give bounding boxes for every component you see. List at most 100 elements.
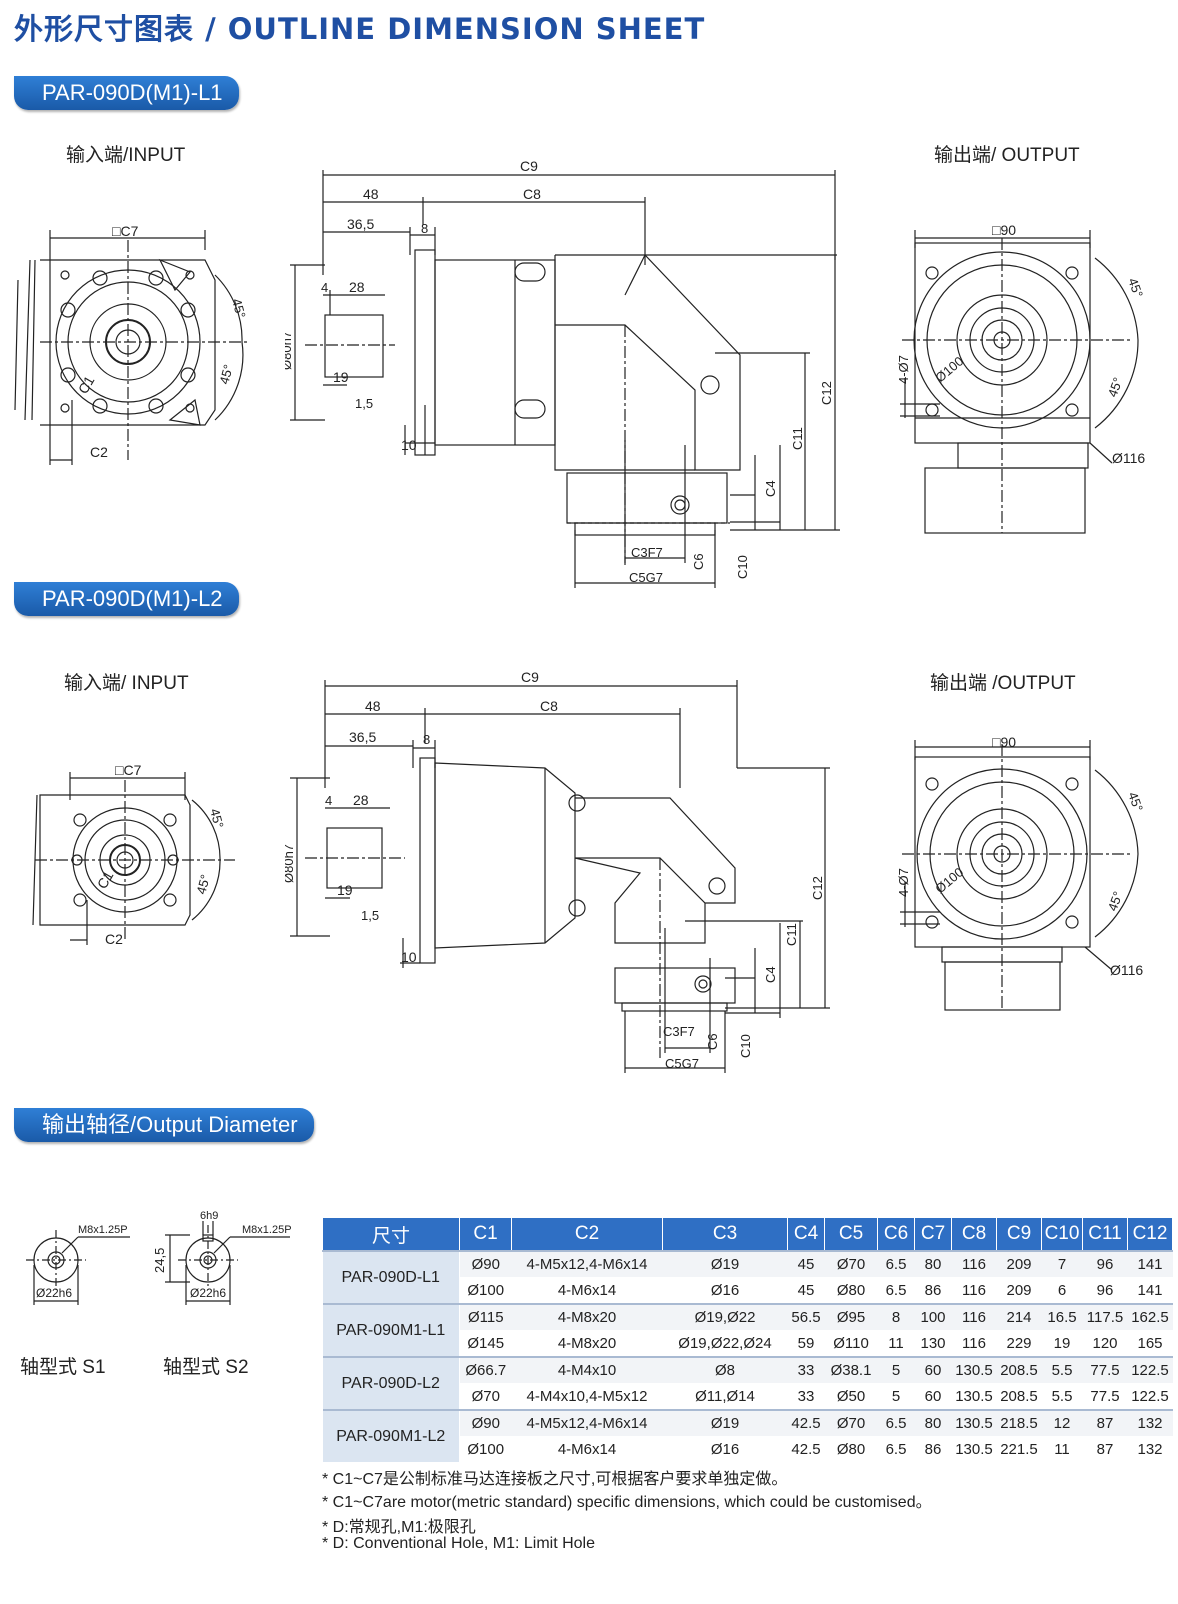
table-cell: Ø70 [459,1383,512,1411]
table-header-cell: C8 [951,1217,997,1252]
dim-c7-l2: □C7 [115,762,142,778]
dim-d116-l1: Ø116 [1112,450,1145,466]
table-cell: Ø95 [824,1303,878,1331]
dim-8-l2: 8 [423,732,430,747]
table-cell: 120 [1082,1330,1128,1358]
table-header-cell: C2 [511,1217,663,1252]
table-header-cell: C5 [824,1217,878,1252]
table-header-cell: C6 [877,1217,915,1252]
dim-15-l2: 1,5 [361,908,379,923]
table-cell: Ø8 [662,1356,788,1384]
table-header-cell: C10 [1041,1217,1083,1252]
dim-c1-l1: C1 [75,373,98,397]
note-1: * C1~C7是公制标准马达连接板之尺寸,可根据客户要求单独定做。 [322,1471,788,1488]
table-cell: Ø100 [459,1277,512,1305]
table-cell: 8 [877,1303,915,1331]
shaft-s1-label: 轴型式 S1 [20,1357,106,1378]
dim-c6-l1: C6 [691,553,706,570]
table-cell: Ø80 [824,1436,878,1463]
dim-19-l2: 19 [337,882,353,898]
table-cell: 141 [1127,1250,1173,1278]
dim-c7-l1: □C7 [112,223,139,239]
table-model-cell: PAR-090M1-L1 [322,1303,460,1358]
table-header-cell: C12 [1127,1217,1173,1252]
dim-365-l2: 36,5 [349,729,376,745]
dim-48-l2: 48 [365,698,381,714]
page-title: 外形尺寸图表 / OUTLINE DIMENSION SHEET [14,12,706,46]
dim-c8-l2: C8 [540,698,558,714]
table-cell: 96 [1082,1277,1128,1305]
dim-4-l2: 4 [325,793,332,808]
output-label-l2: 输出端 /OUTPUT [930,673,1076,694]
table-cell: 214 [996,1303,1042,1331]
table-cell: 5 [877,1383,915,1411]
table-cell: Ø16 [662,1436,788,1463]
table-cell: 19 [1041,1330,1083,1358]
dim-sq90-l2: □90 [992,734,1016,750]
table-cell: 132 [1127,1409,1173,1437]
table-cell: 77.5 [1082,1356,1128,1384]
dim-c2-l1: C2 [90,444,108,460]
table-cell: 162.5 [1127,1303,1173,1331]
note-3: * D:常规孔,M1:极限孔 [322,1519,476,1536]
l1-output-flange-drawing: □90 4-Ø7 Ø100 Ø116 45° 45° [896,222,1146,534]
table-cell: 42.5 [787,1409,825,1437]
table-cell: 59 [787,1330,825,1358]
dim-c11-l2: C11 [784,923,799,946]
table-cell: 221.5 [996,1436,1042,1463]
table-cell: 4-M5x12,4-M6x14 [511,1409,663,1437]
dim-d22-s2: Ø22h6 [190,1286,226,1300]
table-cell: 4-M6x14 [511,1277,663,1305]
dim-d116-l2: Ø116 [1110,962,1143,978]
table-cell: 33 [787,1383,825,1411]
dim-d100-l2: Ø100 [932,864,966,896]
dim-365-l1: 36,5 [347,216,374,232]
dim-45b-l2: 45° [193,873,213,896]
section-badge-l2: PAR-090D(M1)-L2 [14,582,239,616]
table-cell: 229 [996,1330,1042,1358]
dim-28-l2: 28 [353,792,369,808]
dim-45a-l1: 45° [229,297,249,320]
table-cell: 11 [877,1330,915,1358]
table-header-cell: C4 [787,1217,825,1252]
table-cell: 130.5 [951,1436,997,1463]
dim-4-l1: 4 [321,280,328,295]
table-cell: Ø70 [824,1409,878,1437]
table-header-cell: C7 [914,1217,952,1252]
l1-side-view-drawing: C9 C8 48 36,5 8 4 28 19 1,5 10 Ø80h7 C3F… [285,158,840,588]
dim-sq90-l1: □90 [992,222,1016,238]
dim-c10-l2: C10 [738,1034,753,1058]
dim-45b-l1: 45° [216,363,236,386]
dim-m8-s1: M8x1.25P [78,1224,128,1236]
table-cell: 80 [914,1250,952,1278]
table-cell: 4-M4x10 [511,1356,663,1384]
table-cell: 116 [951,1250,997,1278]
table-cell: Ø66.7 [459,1356,512,1384]
dim-d80-l2: Ø80h7 [285,844,296,883]
table-cell: 45 [787,1250,825,1278]
dim-407-l2: 4-Ø7 [896,868,911,897]
table-cell: 56.5 [787,1303,825,1331]
table-cell: Ø70 [824,1250,878,1278]
table-header-cell: C3 [662,1217,788,1252]
table-cell: 208.5 [996,1383,1042,1411]
table-cell: 86 [914,1277,952,1305]
output-label-l1: 输出端/ OUTPUT [934,145,1080,166]
table-cell: 116 [951,1303,997,1331]
dim-45b-out-l2: 45° [1105,889,1126,913]
input-label-l1: 输入端/INPUT [66,145,186,166]
l2-side-view-drawing: C9 C8 48 36,5 8 4 28 19 1,5 10 Ø80h7 C3F… [285,669,830,1073]
table-cell: 130 [914,1330,952,1358]
dim-c9-l1: C9 [520,158,538,174]
dim-48-l1: 48 [363,186,379,202]
table-cell: Ø38.1 [824,1356,878,1384]
table-cell: 6.5 [877,1250,915,1278]
input-label-l2: 输入端/ INPUT [64,673,189,694]
dim-45a-l2: 45° [207,807,227,830]
table-cell: Ø16 [662,1277,788,1305]
